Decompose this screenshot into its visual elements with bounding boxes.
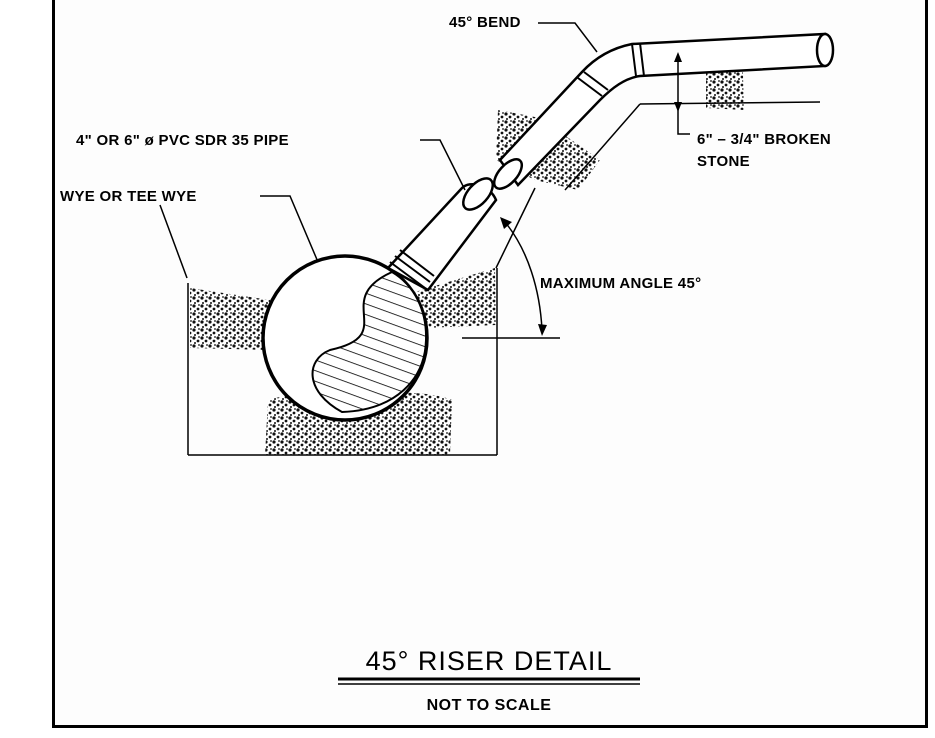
wye-fitting bbox=[261, 254, 429, 422]
label-broken-stone-1: 6" – 3/4" BROKEN bbox=[697, 131, 831, 148]
stone-bedding bbox=[190, 268, 496, 455]
sheet-border bbox=[52, 0, 928, 728]
trench bbox=[187, 268, 498, 456]
riser-pipe-lower bbox=[385, 177, 498, 292]
page-title: 45° RISER DETAIL bbox=[366, 646, 613, 676]
label-45-bend: 45° BEND bbox=[449, 14, 521, 31]
upper-pipe-run bbox=[492, 32, 835, 269]
stone-depth-dimension bbox=[674, 52, 690, 135]
label-pvc-pipe: 4" OR 6" ø PVC SDR 35 PIPE bbox=[76, 132, 289, 149]
page-subtitle: NOT TO SCALE bbox=[427, 697, 552, 714]
leader-lines bbox=[159, 22, 598, 279]
angle-indicator bbox=[462, 217, 560, 339]
label-maximum-angle: MAXIMUM ANGLE 45° bbox=[540, 275, 701, 292]
label-broken-stone-2: STONE bbox=[697, 153, 750, 170]
label-wye: WYE OR TEE WYE bbox=[60, 188, 197, 205]
